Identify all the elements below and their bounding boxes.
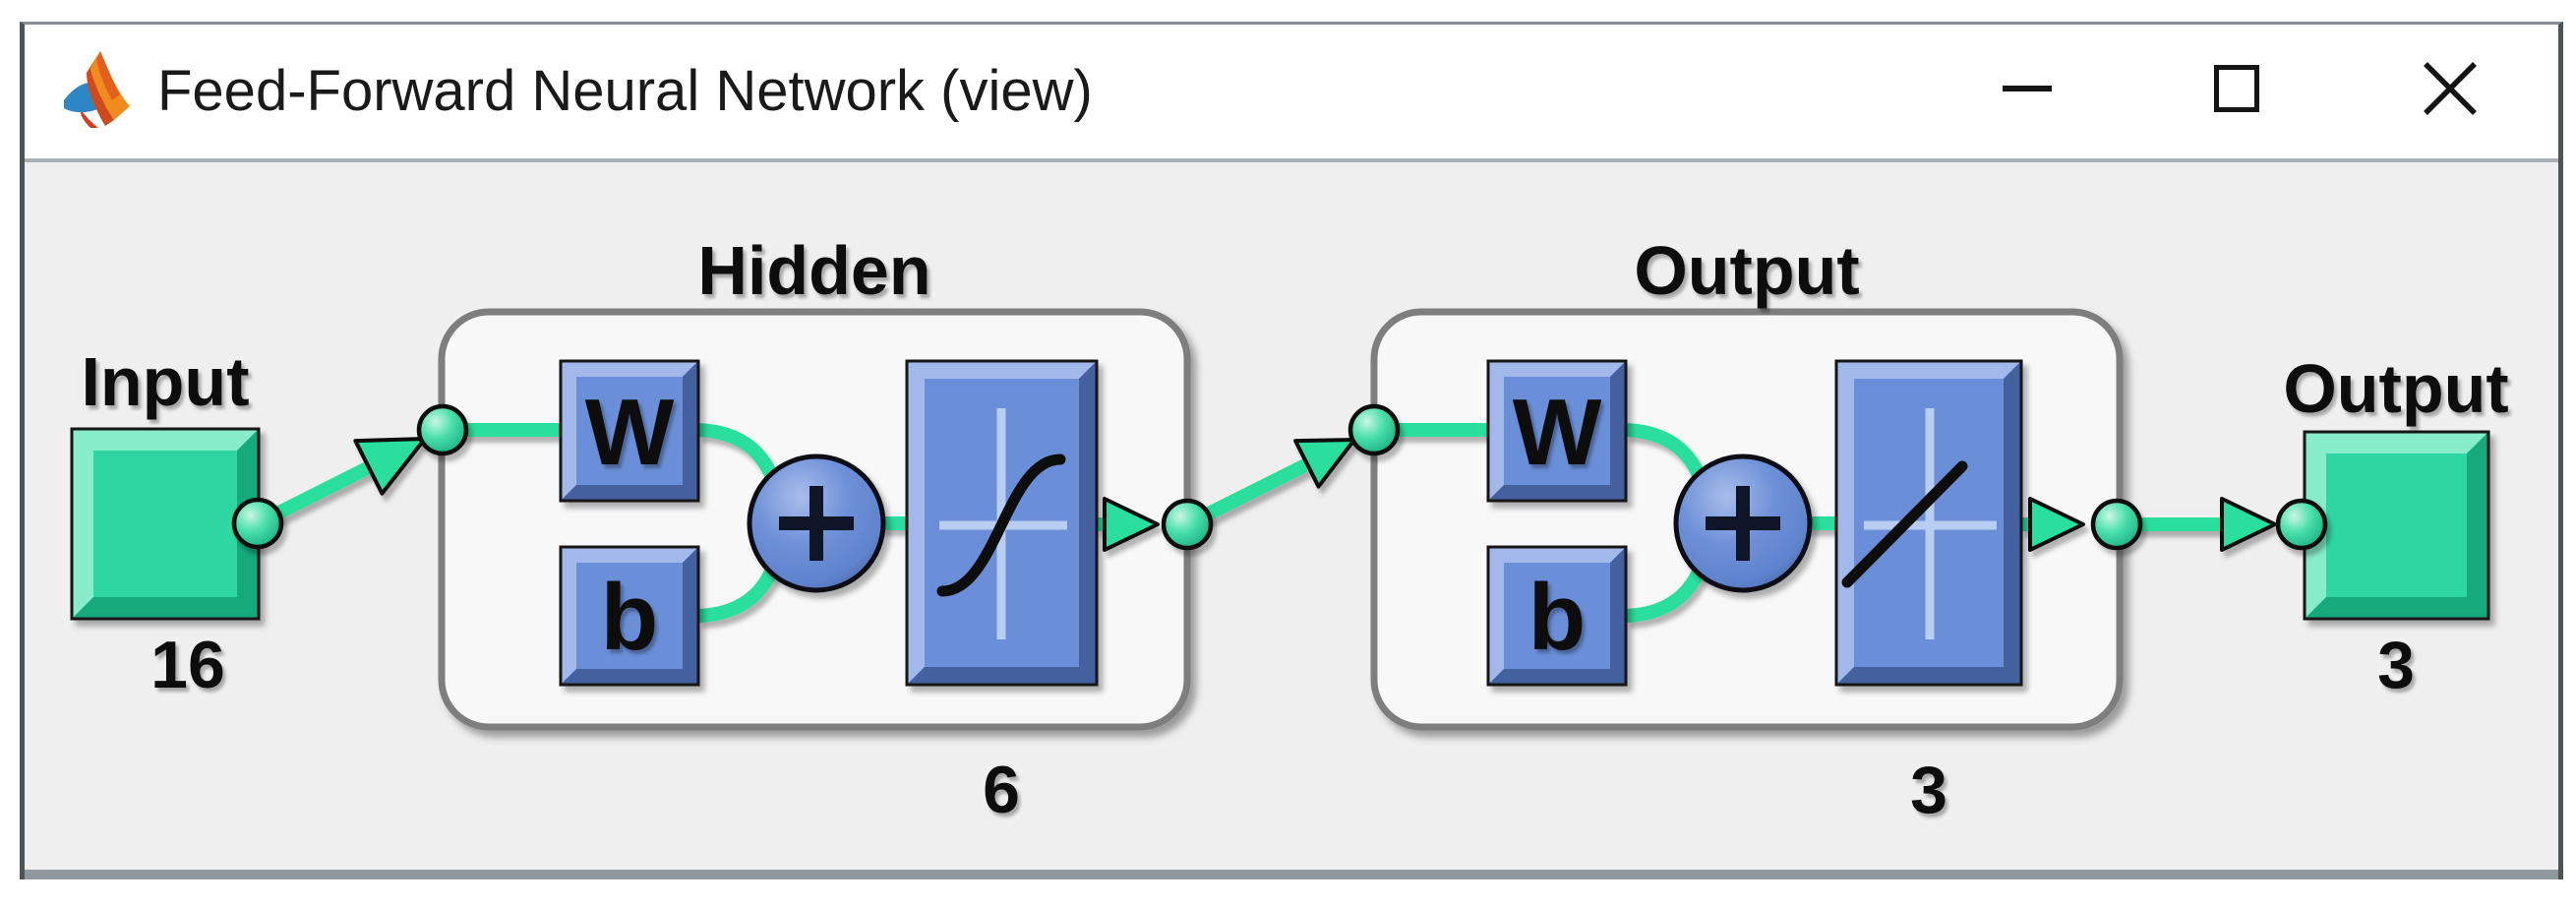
signal-nodes (231, 403, 2328, 551)
input-size-label: 16 (150, 628, 225, 702)
signal-node (416, 403, 469, 456)
hidden-neuron-count: 6 (983, 753, 1020, 827)
connection-curve (697, 567, 779, 623)
connection-curve (1625, 423, 1707, 480)
hidden-layer-title: Hidden (697, 232, 930, 309)
output-block (2303, 430, 2490, 621)
plus-icon (779, 486, 854, 561)
signal-node (1348, 403, 1401, 456)
plus-icon (1706, 486, 1780, 561)
weight-label: W (585, 380, 675, 485)
arrowhead-icon (1103, 497, 1160, 552)
input-label: Input (81, 343, 249, 420)
signal-node (2275, 498, 2328, 551)
bias-block (559, 545, 700, 687)
close-button[interactable] (2403, 41, 2497, 136)
input-block (70, 427, 261, 621)
minimize-icon (2003, 86, 2052, 91)
title-bar[interactable]: Feed-Forward Neural Network (view) (25, 25, 2558, 158)
maximize-icon (2214, 65, 2259, 112)
window-title: Feed-Forward Neural Network (view) (157, 59, 1093, 123)
weight-block (559, 359, 700, 503)
network-canvas: Input 16 Hidden Output W b W b 6 3 Outpu… (25, 162, 2558, 870)
arrowhead-icon (353, 437, 427, 496)
matlab-logo-icon (61, 49, 136, 132)
signal-node (231, 497, 284, 550)
output-neuron-count: 3 (1910, 753, 1947, 827)
sigmoid-curve-icon (936, 408, 1067, 639)
arrowhead-icon (1293, 438, 1356, 489)
connection-curve (1625, 567, 1707, 623)
app-window: Feed-Forward Neural Network (view) (20, 22, 2563, 879)
close-icon (2424, 62, 2477, 115)
titlebar-separator (25, 158, 2558, 162)
maximize-button[interactable] (2189, 41, 2284, 136)
window-bottom-border (25, 870, 2558, 879)
weight-label: W (1513, 380, 1602, 485)
arrowhead-icon (2220, 497, 2277, 552)
bias-label: b (1528, 565, 1587, 670)
output-layer-title: Output (1634, 232, 1859, 309)
connection-curve (697, 423, 779, 480)
minimize-button[interactable] (1980, 41, 2074, 136)
output-size-label: 3 (2377, 628, 2415, 702)
network-diagram: Input 16 Hidden Output W b W b 6 3 Outpu… (70, 232, 2509, 827)
bias-label: b (601, 565, 659, 670)
weight-block (1486, 359, 1628, 503)
arrowhead-icon (2028, 497, 2085, 552)
signal-node (2090, 498, 2143, 551)
signal-node (1161, 498, 1214, 551)
output-label: Output (2283, 350, 2508, 427)
linear-curve-icon (1841, 408, 1997, 639)
bias-block (1486, 545, 1628, 687)
